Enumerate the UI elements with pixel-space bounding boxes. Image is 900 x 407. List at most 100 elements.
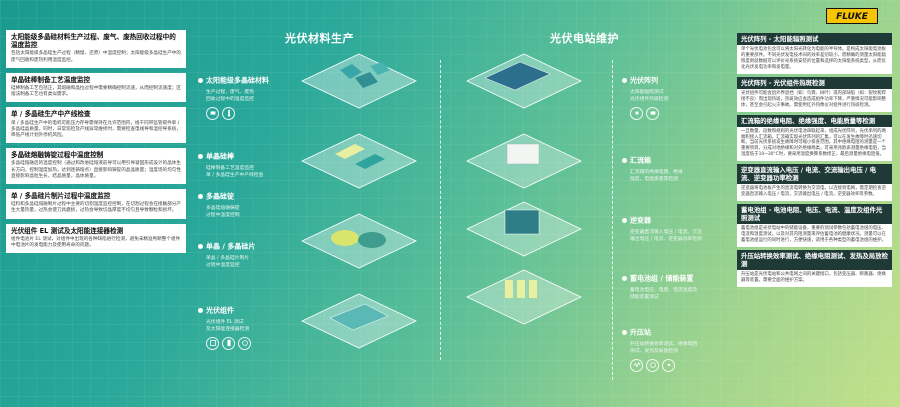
right-card-body: 一旦数量、段数和规则的光伏电池串联起来，组成光伏阵列，光伏串列的两端积接入汇流箱… [741, 128, 886, 158]
thermal-camera-icon [206, 106, 219, 120]
el-tester-icon [206, 336, 219, 350]
right-card: 汇流箱的绝缘电阻、绝缘强度、电能质量等检测 一旦数量、段数和规则的光伏电池串联起… [737, 114, 892, 162]
stage-ingot: 单晶硅棒 硅棒制备工艺温度监控单 / 多晶硅生产中产线检查 [198, 146, 263, 180]
left-card-title: 太阳能级多晶硅材料生产过程、废气、废热回收过程中的温度监控 [11, 33, 176, 50]
stage-sub-line: 逆变器直流输入电压 / 电流、交流 [630, 230, 702, 235]
stage-sub-line: 单晶 / 多晶硅片制片 [206, 256, 250, 261]
right-card-body: 升压站是光伏电站和公共电网之间的关键接口，包括变压器、断路器、绝缘器等装置。需要… [741, 271, 886, 283]
stage-icons [206, 106, 269, 120]
left-card-title: 光伏组件 EL 测试及太阳能连接器检测 [11, 226, 124, 235]
right-card-title: 光伏阵列 - 光伏组件热斑检测 [737, 76, 892, 89]
stage-sub: 单晶 / 多晶硅片制片过程中温度监控 [206, 256, 255, 270]
left-card-title: 单 / 多晶硅生产中产线检查 [11, 110, 91, 119]
stage-title: 逆变器 [630, 216, 651, 225]
ingot-platform [300, 132, 418, 190]
right-card-title: 升压站转换效率测试、绝缘电阻测试、发热及局放检测 [737, 249, 892, 270]
module-platform [300, 292, 418, 350]
stage-title: 光伏阵列 [630, 76, 658, 85]
left-card-title: 单 / 多晶硅片制片过程中温度监控 [11, 192, 111, 201]
stage-sub-line: 过程中温度控制 [206, 212, 240, 218]
stage-sub-line: 测试、发热及局放检测 [630, 348, 678, 354]
right-card: 光伏阵列 - 太阳能辐照测试 单个光伏电池包含可以将太阳光转化为电能的半导体。是… [737, 33, 892, 74]
stage-title: 汇流箱 [630, 156, 651, 165]
insulation-tester-icon [238, 336, 251, 350]
stage-sub: 硅棒制备工艺温度监控单 / 多晶硅生产中产线检查 [206, 166, 263, 180]
left-card-column: 太阳能级多晶硅材料生产过程、废气、废热回收过程中的温度监控 包括太阳能级多晶硅生… [6, 30, 186, 258]
inverter-platform [465, 200, 583, 258]
left-card-body: 硅棒制备工艺包括正，其熔融和晶拉过程中需要精确控制流速，从而控制流速度；区熔法制… [11, 86, 181, 98]
stage-sub-line: 及太阳能连接器检测 [206, 326, 250, 332]
multimeter-icon [222, 336, 235, 350]
left-card-body: 多晶硅熔融后的温度控制（通过和改进硅熔液前导可以用引导凝固形成设计的晶体生长方向… [11, 161, 181, 179]
right-card-column: 光伏阵列 - 太阳能辐照测试 单个光伏电池包含可以将太阳光转化为电能的半导体。是… [737, 33, 892, 290]
right-card-body: 蓄电池组是光伏电站中的储能设备，重要的测试参数包括蓄电池组的电压、电流和温度测试… [741, 226, 886, 243]
stage-wafer: 单晶 / 多晶硅片 单晶 / 多晶硅片制片过程中温度监控 [198, 236, 255, 270]
stage-dot [622, 158, 627, 163]
stage-module: 光伏组件 光伏组件 EL 测试及太阳能连接器检测 [198, 300, 251, 350]
right-card: 光伏阵列 - 光伏组件热斑检测 光伏组件可能会因外界遮挡（如：鸟粪、树叶）或内部… [737, 76, 892, 112]
power-quality-icon [630, 358, 643, 372]
production-connector [440, 60, 441, 360]
right-card-body: 逆变器将电池板产生的直流电转换为交流电，以连接到电网，需定期检查逆变器直流输入电… [741, 186, 886, 198]
stage-icons [630, 358, 697, 372]
station-combiner-box: 汇流箱 汇流箱的绝缘电阻、绝缘强度，电能质量等检测 [622, 150, 683, 184]
stage-sub: 逆变器直流输入电压 / 电流、交流输出电压 / 电流、逆变器功率检测 [630, 230, 702, 244]
left-card: 单 / 多晶硅片制片过程中温度监控 硅料和多晶硅熔融制片过程中主要的切割温度监控… [6, 189, 186, 219]
stage-sub: 太阳能辐照测试光伏组件热斑检测 [630, 90, 668, 104]
left-card-body: 包括太阳能级多晶硅生产过程（精馏、还原）中温度控制；太阳能级多晶硅生产中的废气回… [11, 51, 181, 63]
stage-sub-line: 储能装置测试 [630, 294, 659, 300]
left-card-body: 硅料和多晶硅熔融制片过程中主要的切割温度监控控制，在切割过程会在接触部分产生大量… [11, 202, 181, 214]
stage-title: 单晶 / 多晶硅片 [206, 242, 256, 251]
stage-dot [622, 78, 627, 83]
stage-sub-line: 多晶硅熔融铸锭 [206, 206, 240, 211]
right-card-title: 汇流箱的绝缘电阻、绝缘强度、电能质量等检测 [737, 114, 892, 127]
left-section-title: 光伏材料生产 [285, 32, 354, 45]
left-card: 单 / 多晶硅生产中产线检查 单 / 多晶硅生产中的电机可能压力存导需保持在允许… [6, 107, 186, 144]
acoustic-imager-icon [662, 358, 675, 372]
station-battery: 蓄电池组 / 储能装置 蓄电池电压、电阻、电流温度及储能装置测试 [622, 268, 697, 302]
stage-dot [622, 330, 627, 335]
left-card: 单晶硅棒制备工艺温度监控 硅棒制备工艺包括正，其熔融和晶拉过程中需要精确控制流速… [6, 72, 186, 103]
stage-sub-line: 输出电压 / 电流、逆变器功率检测 [630, 236, 702, 242]
stage-sub-line: 升压站转换效率测试、绝缘电阻 [630, 342, 698, 347]
right-card: 逆变器直流输入电压 / 电流、交流输出电压 / 电流、逆变器功率检测 逆变器将电… [737, 164, 892, 202]
thermal-camera-icon [646, 106, 659, 120]
stage-sub: 多晶硅熔融铸锭过程中温度控制 [206, 206, 240, 220]
right-card: 蓄电池组 - 电池电阻、电压、电流、温度及组件光照测试 蓄电池组是光伏电站中的储… [737, 204, 892, 247]
stage-sub: 光伏组件 EL 测试及太阳能连接器检测 [206, 320, 251, 334]
station-connector [612, 60, 613, 380]
right-card-body: 光伏组件可能会因外界遮挡（如：鸟粪、树叶）或内部缺陷（如：裂纹和焊接不良）而出现… [741, 90, 886, 108]
stage-sub: 汇流箱的绝缘电阻、绝缘强度，电能质量等检测 [630, 170, 683, 184]
stage-dot [622, 276, 627, 281]
wafer-platform [300, 212, 418, 270]
stage-sub-line: 生产过程、废气、废热 [206, 90, 254, 95]
stage-sub-line: 光伏组件热斑检测 [630, 96, 669, 102]
insulation-tester-icon [646, 358, 659, 372]
stage-dot [622, 218, 627, 223]
combiner-box-platform [465, 132, 583, 190]
left-card-body: 组件电池片 EL 测试，对组件中出现的各种缺陷进行检测，避免未精准判断整个组件中… [11, 236, 181, 249]
stage-sub-line: 回收过程中的温度监控 [206, 96, 254, 102]
stage-title: 太阳能级多晶硅材料 [206, 76, 269, 85]
stage-title: 多晶硅锭 [206, 192, 234, 201]
stage-sub-line: 太阳能辐照测试 [630, 90, 664, 95]
stage-title: 光伏组件 [206, 306, 234, 315]
stage-dot [198, 78, 203, 83]
fluke-logo: FLUKE [826, 8, 878, 24]
station-pv-array: 光伏阵列 太阳能辐照测试光伏组件热斑检测 [622, 70, 668, 120]
left-card-body: 单 / 多晶硅生产中的电机可能压力存导需保持在允许范围内，线干同带监管碳件单 /… [11, 120, 181, 139]
right-card-title: 蓄电池组 - 电池电阻、电压、电流、温度及组件光照测试 [737, 204, 892, 225]
stage-title: 升压站 [630, 328, 651, 337]
stage-title: 蓄电池组 / 储能装置 [630, 274, 694, 283]
stage-sub-line: 强度，电能质量等检测 [630, 176, 678, 182]
left-card: 多晶硅熔融铸锭过程中温度控制 多晶硅熔融后的温度控制（通过和改进硅熔液前导可以用… [6, 148, 186, 185]
stage-icons [630, 106, 668, 120]
right-card: 升压站转换效率测试、绝缘电阻测试、发热及局放检测 升压站是光伏电站和公共电网之间… [737, 249, 892, 287]
stage-dot [198, 244, 203, 249]
stage-title: 单晶硅棒 [206, 152, 234, 161]
pv-array-platform [465, 52, 583, 110]
stage-sub-line: 硅棒制备工艺温度监控 [206, 166, 254, 171]
stage-sub: 升压站转换效率测试、绝缘电阻测试、发热及局放检测 [630, 342, 697, 356]
stage-sub-line: 汇流箱的绝缘电阻、绝缘 [630, 170, 683, 175]
stage-dot [198, 194, 203, 199]
